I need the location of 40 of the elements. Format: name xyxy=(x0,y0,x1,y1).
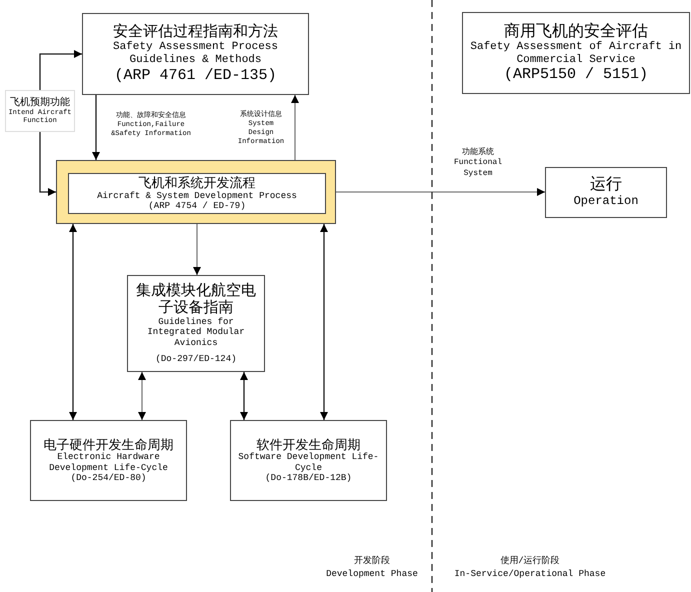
box-text: (Do-178B/ED-12B) xyxy=(265,473,352,484)
box-title: 软件开发生命周期 xyxy=(256,438,360,452)
process-box xyxy=(545,167,667,218)
arrow xyxy=(138,372,146,420)
box-text: Safety Assessment Process Guidelines & Methods xyxy=(112,41,280,67)
box-title: 集成模块化航空电子设备指南 xyxy=(135,282,257,318)
arrow xyxy=(69,224,77,420)
process-box xyxy=(30,420,187,501)
process-box xyxy=(230,420,387,501)
process-box xyxy=(68,173,326,214)
box-text: Guidelines for Integrated Modular Avionics xyxy=(146,317,246,348)
process-box xyxy=(127,275,265,372)
box-text: Safety Assessment of Aircraft in Commercial Service xyxy=(469,40,683,66)
box-title: 商用飞机的安全评估 xyxy=(504,22,648,41)
arrow xyxy=(39,132,56,196)
box-title: 飞机和系统开发流程 xyxy=(138,176,256,191)
box-title: 运行 xyxy=(590,176,622,195)
arrow xyxy=(92,95,100,160)
box-text: Software Development Life-Cycle xyxy=(237,452,380,474)
process-box xyxy=(462,12,690,94)
box-text: (ARP 4754 / ED-79) xyxy=(148,200,246,212)
box-text: Aircraft & System Development Process xyxy=(97,190,297,201)
arrow xyxy=(39,50,82,90)
arrow xyxy=(336,188,545,196)
box-text: Operation xyxy=(574,194,638,209)
box-text: (ARP5150 / 5151) xyxy=(504,66,648,84)
arrow xyxy=(240,372,248,420)
box-text: (ARP 4761 /ED-135) xyxy=(114,66,277,84)
arrow xyxy=(193,224,201,275)
input-label-box xyxy=(5,90,75,132)
arrow xyxy=(291,95,299,160)
box-title: 飞机预期功能 xyxy=(10,97,70,108)
box-title: 电子硬件开发生命周期 xyxy=(44,438,174,452)
arrow xyxy=(320,224,328,420)
box-text: (Do-297/ED-124) xyxy=(155,354,236,364)
box-text: Electronic Hardware Development Life-Cycle xyxy=(48,452,169,474)
process-box xyxy=(82,13,309,95)
box-title: 安全评估过程指南和方法 xyxy=(113,24,278,41)
box-text: (Do-254/ED-80) xyxy=(70,473,146,484)
highlight-frame xyxy=(56,160,336,224)
